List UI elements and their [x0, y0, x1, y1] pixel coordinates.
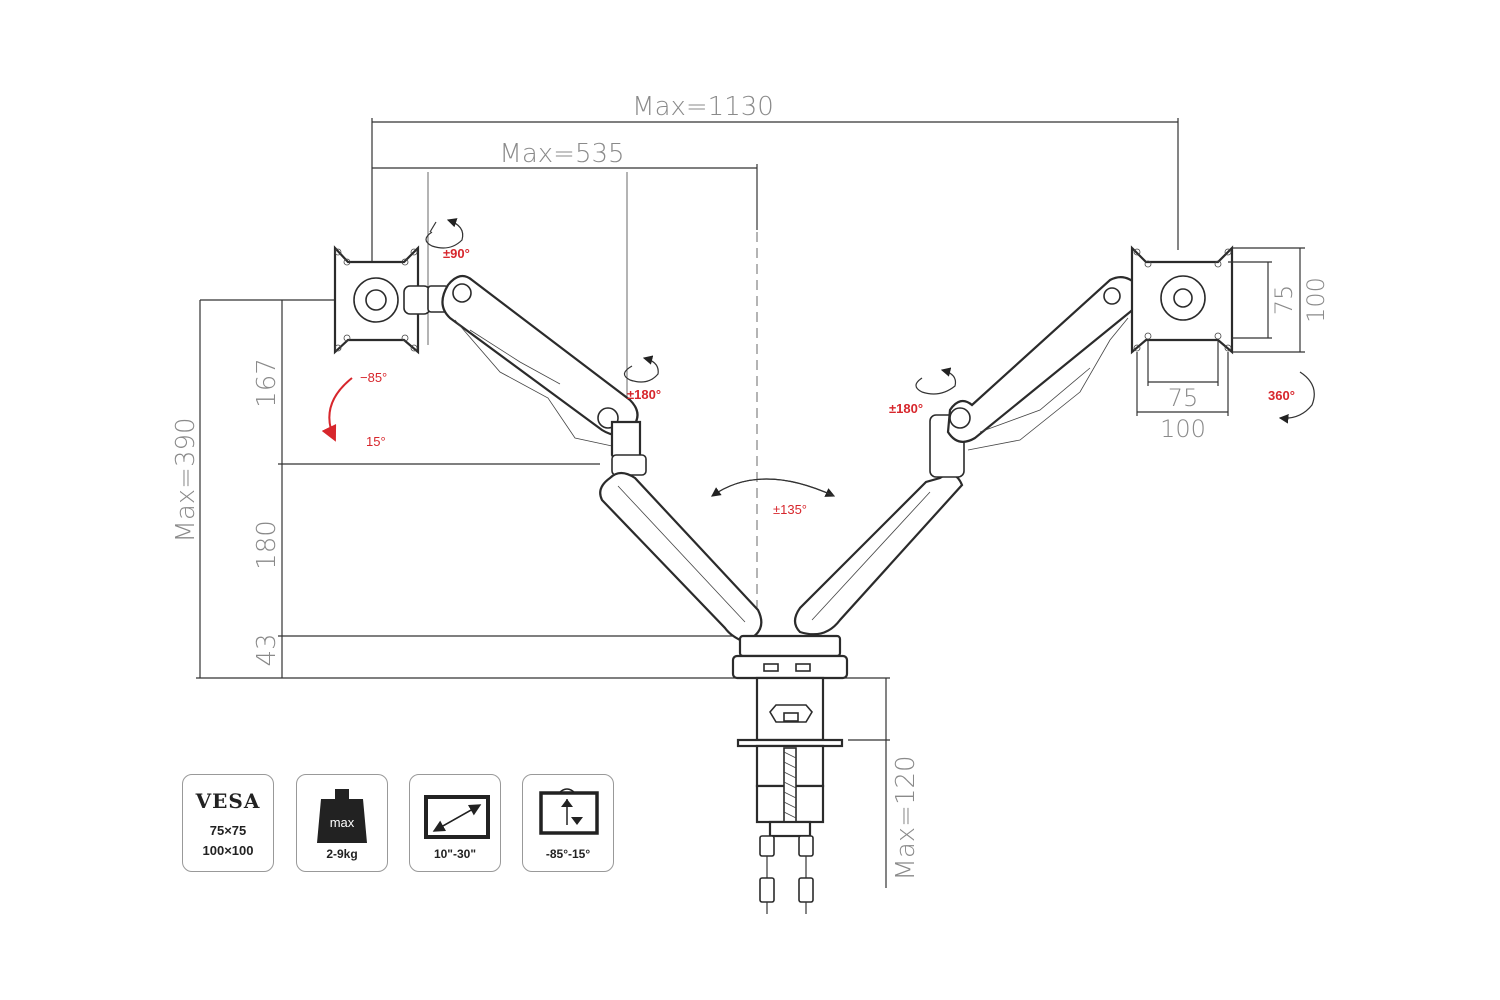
- load-capacity-caption: 2-9kg: [326, 847, 358, 861]
- right-vesa-plate: [1130, 245, 1234, 355]
- left-vesa-plate: [333, 245, 449, 355]
- tilt-range-icon: [539, 788, 599, 835]
- head-swivel-arrow: [425, 218, 464, 249]
- vesa-size-large: 100×100: [202, 843, 254, 858]
- left-forearm-rotation-label: ±180°: [627, 387, 661, 402]
- vesa-title: VESA: [195, 789, 261, 813]
- tilt-up-label: −85°: [360, 370, 387, 385]
- base-swivel-label: ±135°: [773, 502, 807, 517]
- vesa-outer-height-label: 100: [1302, 277, 1330, 323]
- vesa-badge: VESA 75×75 100×100: [182, 774, 274, 872]
- screen-size-badge: 10"-30": [409, 774, 501, 872]
- rotate-360-arrow: [1278, 371, 1315, 424]
- weight-icon-text: max: [329, 815, 355, 830]
- left-upper-arm: [441, 274, 639, 447]
- left-forearm: [599, 420, 763, 642]
- base-43-label: 43: [252, 633, 282, 666]
- right-forearm: [793, 414, 965, 636]
- tilt-range-caption: -85°-15°: [545, 847, 591, 861]
- max-height-label: Max=390: [171, 417, 201, 542]
- screen-size-icon: [424, 795, 490, 839]
- vesa-inner-height-label: 75: [1270, 285, 1298, 316]
- offset-167-label: 167: [252, 358, 282, 408]
- width-dimension-lines: [371, 118, 1179, 640]
- head-swivel-label: ±90°: [443, 246, 470, 261]
- tilt-range-badge: -85°-15°: [522, 774, 614, 872]
- load-capacity-badge: max 2-9kg: [296, 774, 388, 872]
- vesa-dimension-lines: [1136, 247, 1305, 416]
- right-forearm-rotation-arrow: [915, 367, 957, 395]
- tilt-arrow: [321, 377, 353, 442]
- rotate-360-label: 360°: [1268, 388, 1295, 403]
- right-forearm-rotation-label: ±180°: [889, 401, 923, 416]
- clamp-dimension-lines: [848, 678, 890, 888]
- base-swivel-arrow: [711, 478, 836, 497]
- screen-size-caption: 10"-30": [433, 847, 477, 861]
- tilt-down-label: 15°: [366, 434, 386, 449]
- clamp-max-label: Max=120: [891, 755, 921, 880]
- vesa-size-small: 75×75: [209, 823, 247, 838]
- weight-icon: [317, 789, 367, 843]
- vesa-outer-width-label: 100: [1160, 415, 1206, 443]
- max-width-label: Max=1130: [632, 92, 774, 122]
- base-pole-clamp: [731, 634, 849, 914]
- right-upper-arm: [946, 275, 1155, 451]
- offset-180-label: 180: [252, 520, 282, 570]
- max-reach-label: Max=535: [499, 139, 624, 169]
- vesa-inner-width-label: 75: [1168, 384, 1199, 412]
- left-forearm-rotation-arrow: [623, 355, 659, 383]
